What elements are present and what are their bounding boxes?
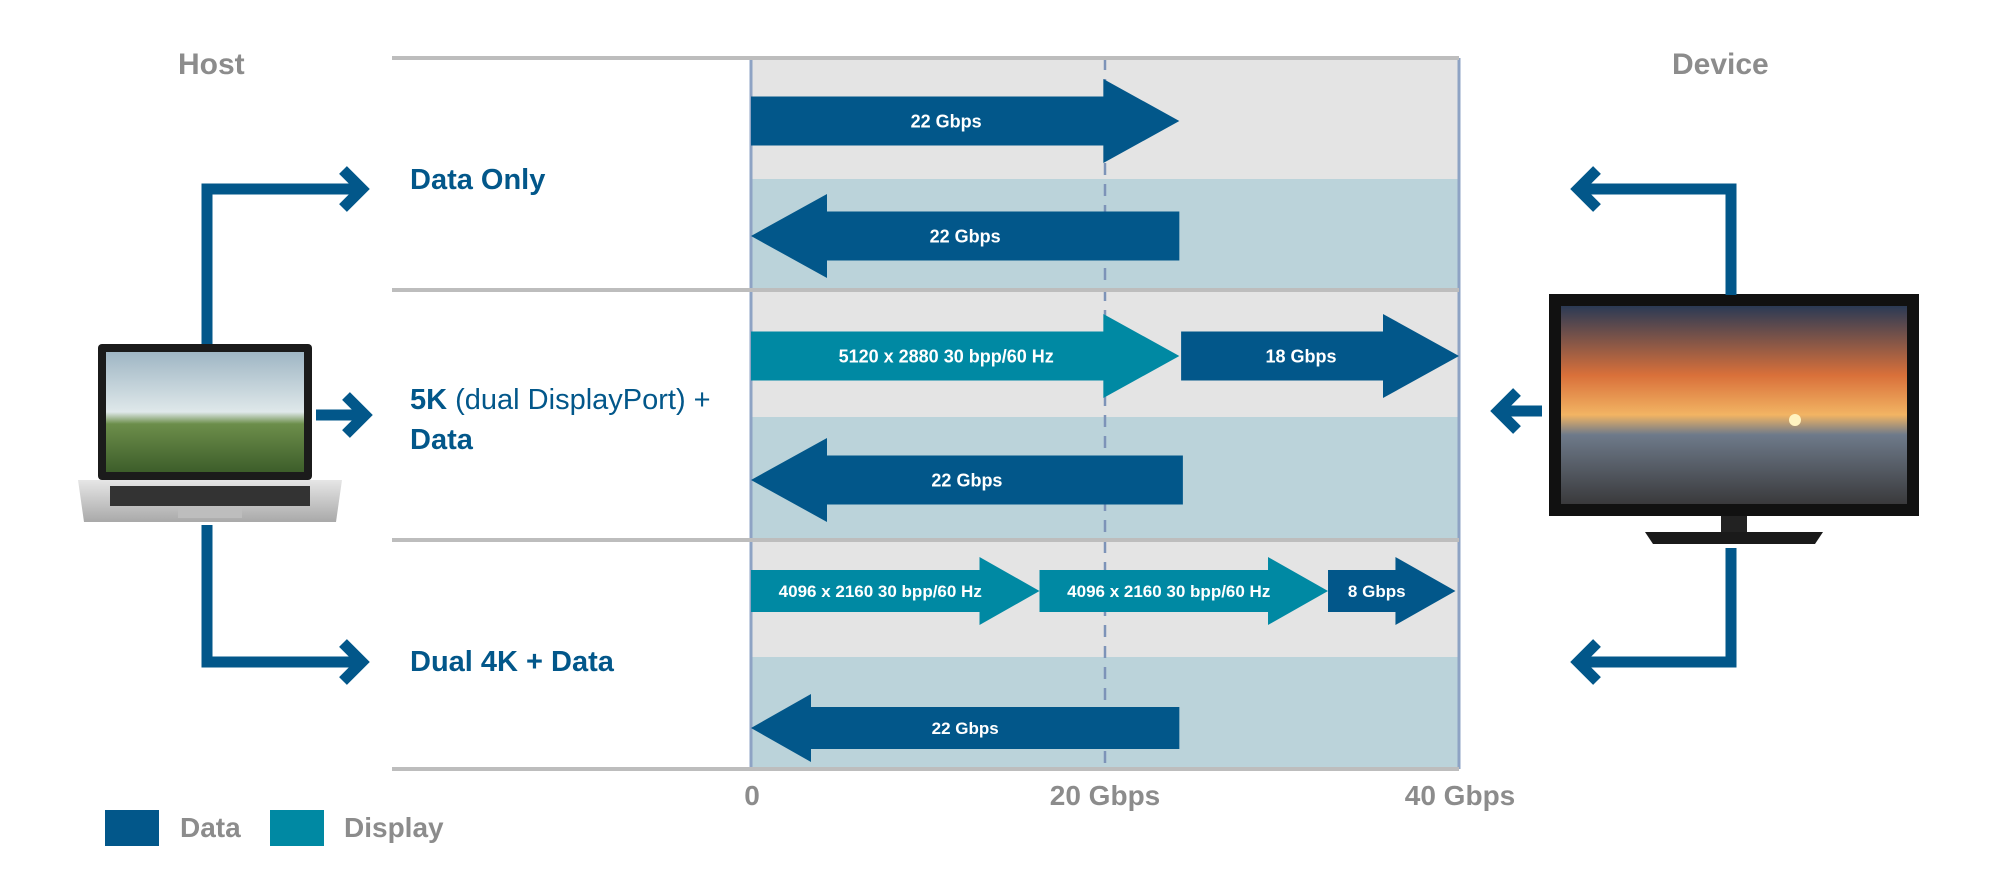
arrow-label: 22 Gbps — [932, 719, 999, 738]
host-title: Host — [178, 48, 245, 81]
laptop-image — [78, 344, 342, 522]
arrow-label: 5120 x 2880 30 bpp/60 Hz — [839, 346, 1054, 366]
arrowhead-left-icon — [1490, 388, 1521, 434]
arrowhead-left-icon — [1570, 639, 1601, 685]
data-arrow-outbound — [751, 79, 1180, 163]
row-label-data-only: Data Only — [410, 164, 546, 196]
arrowhead-left-icon — [1570, 166, 1601, 212]
monitor-image — [1549, 294, 1919, 544]
device-title: Device — [1672, 48, 1769, 81]
host-connector-bottom — [201, 525, 355, 668]
arrow-label: 8 Gbps — [1348, 582, 1406, 601]
arrow-label: 22 Gbps — [911, 111, 982, 131]
arrowhead-right-icon — [342, 392, 373, 438]
data-arrow-outbound — [1181, 314, 1459, 398]
row-label-dual-4k: Dual 4K + Data — [410, 646, 614, 678]
display-arrow-outbound — [1039, 557, 1329, 625]
arrowhead-right-icon — [339, 639, 370, 685]
arrow-label: 22 Gbps — [930, 226, 1001, 246]
device-connector-bottom — [1585, 548, 1737, 668]
axis-tick-40: 40 Gbps — [1404, 780, 1516, 811]
device-connector-top — [1585, 183, 1737, 295]
data-arrow-outbound — [1328, 557, 1456, 625]
axis-tick-0: 0 — [744, 780, 760, 811]
legend-swatch-display — [270, 810, 324, 846]
data-arrow-inbound — [751, 438, 1183, 522]
data-arrow-inbound — [751, 694, 1180, 762]
display-arrow-outbound — [751, 557, 1040, 625]
axis-tick-20: 20 Gbps — [1049, 780, 1161, 811]
legend-swatch-data — [105, 810, 159, 846]
data-arrow-inbound — [751, 194, 1180, 278]
arrowhead-right-icon — [339, 166, 370, 212]
legend-label-display: Display — [344, 812, 444, 843]
arrow-label: 4096 x 2160 30 bpp/60 Hz — [779, 582, 982, 601]
arrow-label: 22 Gbps — [931, 470, 1002, 490]
arrow-label: 18 Gbps — [1266, 346, 1337, 366]
host-connector-top — [201, 183, 355, 344]
arrow-label: 4096 x 2160 30 bpp/60 Hz — [1067, 582, 1270, 601]
display-arrow-outbound — [751, 314, 1180, 398]
row-label-5k: 5K (dual DisplayPort) +Data — [410, 384, 711, 456]
legend-label-data: Data — [180, 812, 241, 843]
